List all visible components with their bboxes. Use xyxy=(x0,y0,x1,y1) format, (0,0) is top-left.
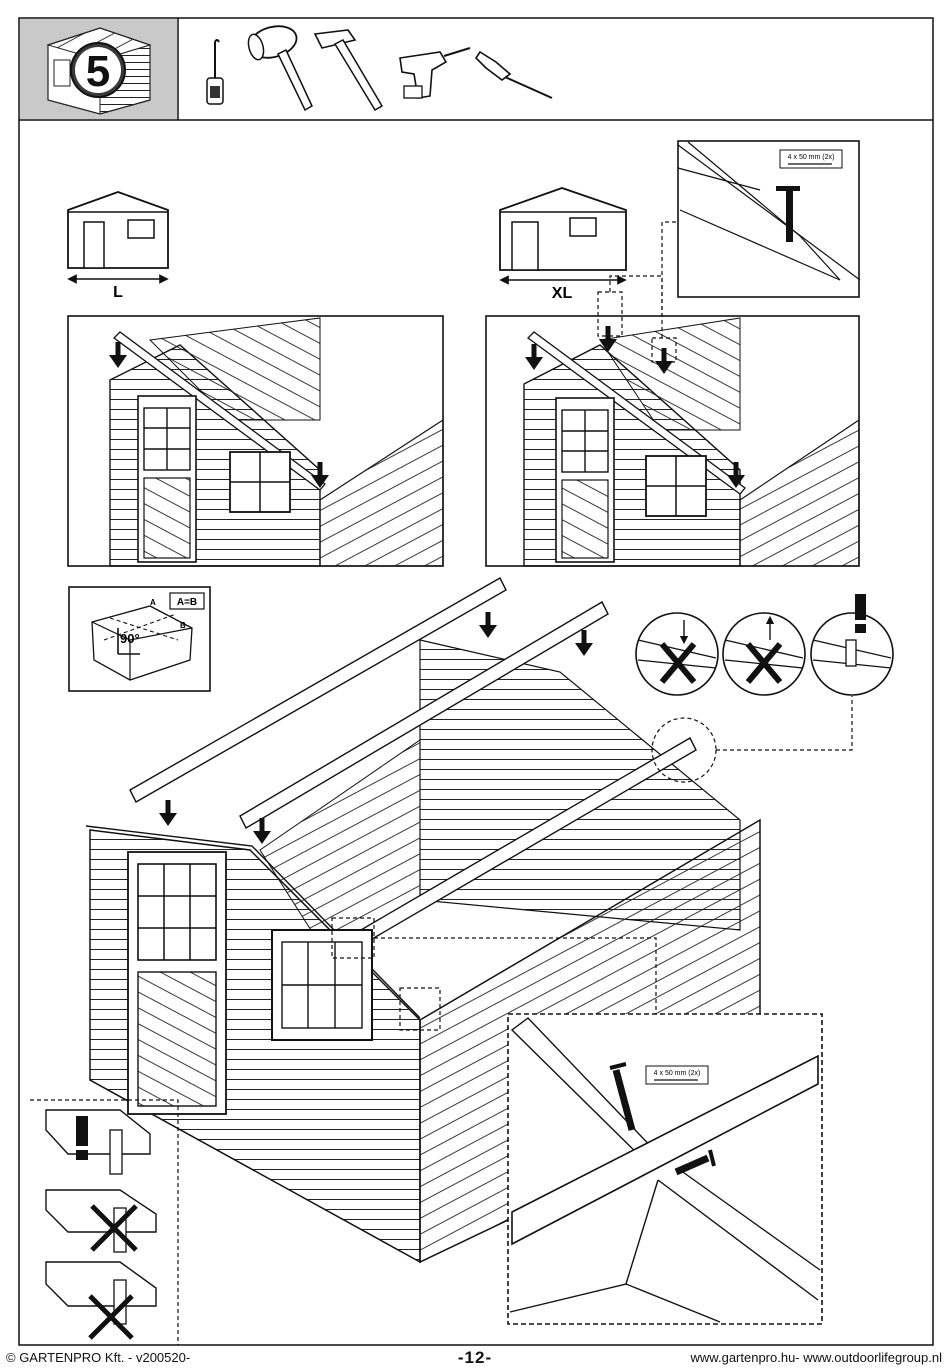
nail-detail-top: 4 x 50 mm (2x) xyxy=(642,141,860,342)
point-a-label: A xyxy=(150,598,156,607)
shed-view-xl xyxy=(486,276,859,566)
shed-view-l xyxy=(68,316,443,566)
diagonal-check-inset: 90° A B A=B xyxy=(69,587,210,691)
shed-size-xl-icon: XL xyxy=(500,188,626,302)
warning-icon xyxy=(76,1116,88,1160)
nail-detail-bottom: 4 x 50 mm (2x) xyxy=(508,1014,822,1324)
tape-measure-icon xyxy=(207,40,223,104)
hammer-icon xyxy=(315,30,382,110)
mount-wrong-1 xyxy=(46,1190,156,1252)
power-drill-icon xyxy=(400,48,470,98)
step-badge: 5 xyxy=(20,19,177,119)
rubber-mallet-icon xyxy=(246,21,312,110)
website-links: www.gartenpro.hu- www.outdoorlifegroup.n… xyxy=(691,1348,942,1368)
point-b-label: B xyxy=(180,621,186,630)
mounting-detail-left xyxy=(30,1100,178,1345)
screwdriver-icon xyxy=(476,52,552,98)
shed-size-l-icon: L xyxy=(68,192,168,301)
purlin-height-detail-wrong-2 xyxy=(723,613,805,695)
nail-spec-bottom: 4 x 50 mm (2x) xyxy=(654,1070,701,1077)
step-number: 5 xyxy=(86,47,110,96)
size-label-xl: XL xyxy=(552,285,573,302)
angle-label: 90° xyxy=(120,631,140,646)
mount-wrong-2 xyxy=(46,1262,156,1338)
purlin-height-detail-correct xyxy=(811,594,893,695)
nail-spec-top: 4 x 50 mm (2x) xyxy=(788,154,835,161)
warning-icon xyxy=(855,594,866,633)
mount-correct xyxy=(46,1110,150,1174)
equation-label: A=B xyxy=(177,597,197,608)
purlin-height-detail-wrong-1 xyxy=(636,613,718,695)
size-label-l: L xyxy=(113,284,123,301)
